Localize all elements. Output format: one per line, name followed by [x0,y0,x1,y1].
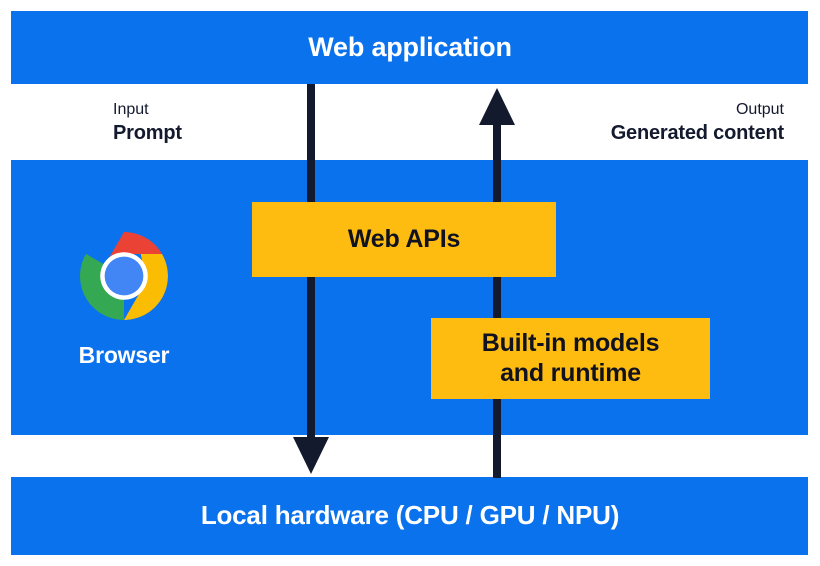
arrow-down-prompt-icon [293,84,329,474]
flow-annotation-output: Output Generated content [610,100,785,146]
box-builtin-models-line1: Built-in models [481,329,660,358]
chrome-logo-icon [80,232,168,320]
flow-input-value: Prompt [113,121,182,144]
box-web-apis-label: Web APIs [347,224,461,253]
box-builtin-models-line2: and runtime [500,358,641,387]
flow-output-value: Generated content [610,121,785,144]
browser-caption: Browser [78,342,170,368]
flow-output-kind: Output [735,101,784,118]
band-local-hardware [11,477,808,555]
band-web-application [11,11,808,84]
flow-input-kind: Input [113,101,149,118]
band-web-application-label: Web application [308,32,512,62]
box-web-apis[interactable]: Web APIs [252,202,556,277]
flow-annotation-input: Input Prompt [113,100,182,146]
band-local-hardware-label: Local hardware (CPU / GPU / NPU) [200,500,620,530]
arrow-up-generated-content-icon [479,88,515,478]
